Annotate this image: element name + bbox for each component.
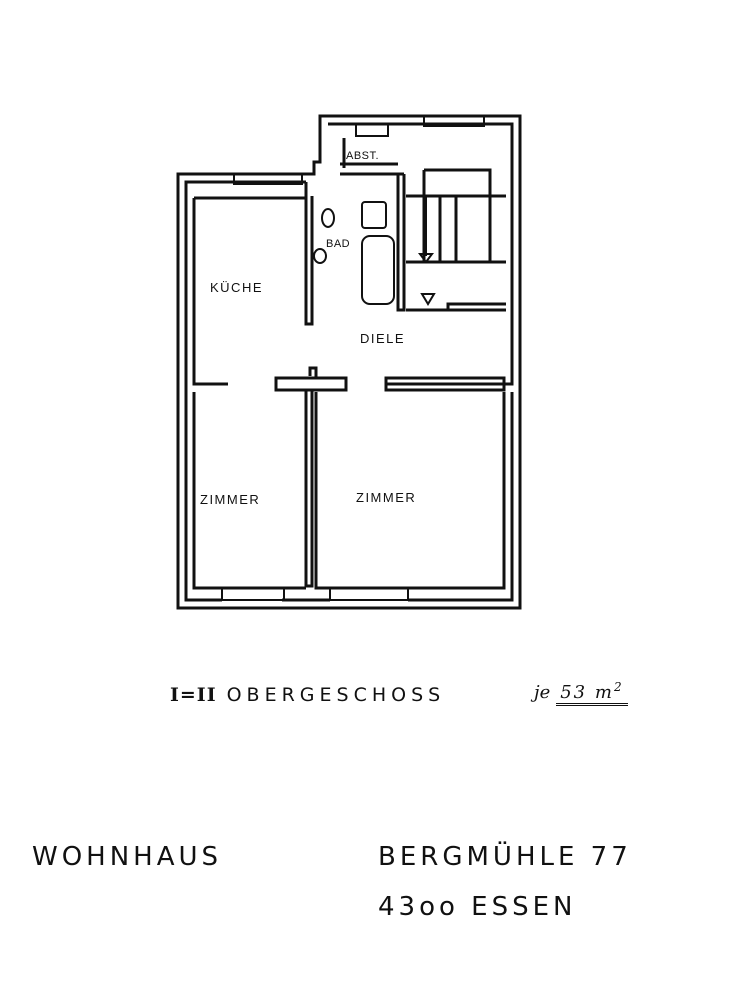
room-label-bad: BAD xyxy=(326,238,350,250)
area-prefix: je xyxy=(534,682,551,703)
interior-walls xyxy=(192,138,506,590)
sanitary-fixtures xyxy=(313,201,395,305)
floor-name: OBERGESCHOSS xyxy=(226,684,446,706)
street-address: BERGMÜHLE 77 xyxy=(378,842,632,872)
area-exponent: 2 xyxy=(613,680,624,694)
room-label-abst: ABST. xyxy=(346,150,379,162)
city-address: 43oo ESSEN xyxy=(378,892,577,922)
floor-number: I=II xyxy=(170,684,217,706)
floor-caption: I=II OBERGESCHOSS xyxy=(170,684,445,706)
basin-icon xyxy=(313,248,327,264)
room-label-kueche: KÜCHE xyxy=(210,280,263,295)
toilet-icon xyxy=(321,208,335,228)
room-label-diele: DIELE xyxy=(360,331,405,346)
sink-icon xyxy=(361,201,387,229)
room-label-zimmer-left: ZIMMER xyxy=(200,492,260,507)
bathtub-icon xyxy=(361,235,395,305)
stair-arrows xyxy=(418,196,436,306)
outer-walls xyxy=(176,114,522,610)
area-value: 53 m2 xyxy=(556,680,628,706)
windows xyxy=(221,115,485,601)
building-type: WOHNHAUS xyxy=(32,842,223,872)
room-label-zimmer-right: ZIMMER xyxy=(356,490,416,505)
